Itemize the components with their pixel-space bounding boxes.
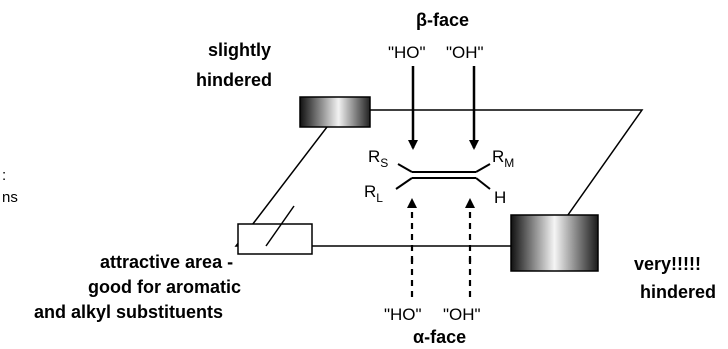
substituent-rl: RL — [364, 182, 383, 205]
substituent-rs: RS — [368, 147, 388, 170]
bond-to-h — [475, 177, 491, 190]
plane-edge-through-box — [265, 205, 295, 247]
slightly-hindered-block — [299, 96, 371, 128]
reagent-top-left: "HO" — [388, 43, 426, 62]
bond-to-rs — [397, 163, 413, 173]
attractive-area-box — [237, 223, 313, 255]
clipped-text-ns: ns — [2, 189, 18, 206]
very-hindered-label-line2: hindered — [640, 282, 716, 302]
reagent-top-right: "OH" — [446, 43, 484, 62]
reagent-bottom-left: "HO" — [384, 305, 422, 324]
alpha-face-label: α-face — [413, 327, 466, 347]
attractive-area-label-line3: and alkyl substituents — [34, 302, 223, 322]
slightly-hindered-label-line1: slightly — [208, 40, 271, 60]
clipped-text-colon: : — [2, 167, 6, 184]
slightly-hindered-label-line2: hindered — [196, 70, 272, 90]
bond-to-rm — [475, 163, 491, 173]
very-hindered-label-line1: very!!!!! — [634, 254, 701, 274]
beta-face-label: β-face — [416, 10, 469, 30]
very-hindered-block — [510, 214, 599, 272]
attractive-area-label-line1: attractive area - — [100, 252, 233, 272]
reagent-bottom-right: "OH" — [443, 305, 481, 324]
bond-to-rl — [395, 177, 413, 190]
substituent-rm: RM — [492, 147, 514, 170]
attractive-area-label-line2: good for aromatic — [88, 277, 241, 297]
substituent-h: H — [494, 188, 506, 207]
